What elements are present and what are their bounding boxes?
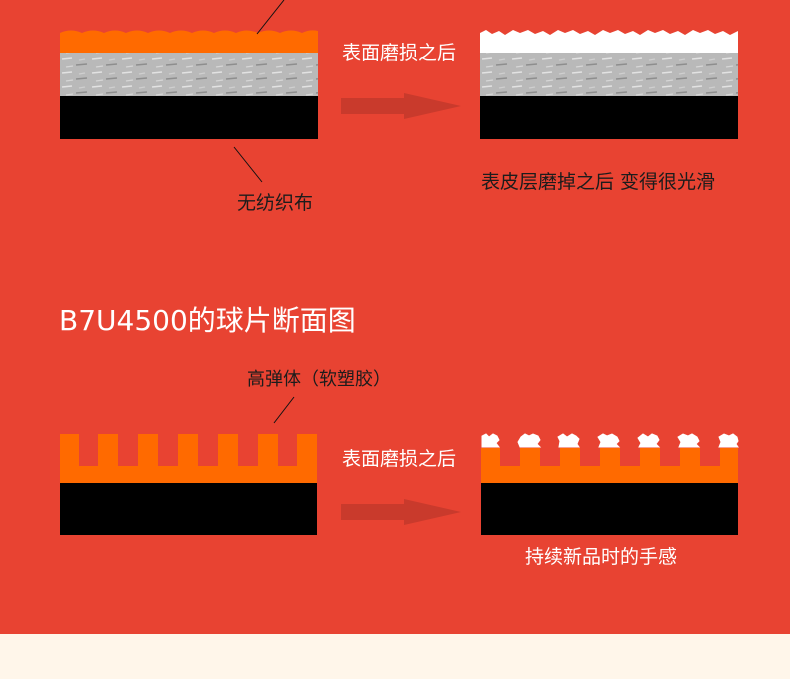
section1-after-fabric-layer: [480, 53, 738, 96]
section1-before-diagram: [60, 30, 318, 139]
worn-cap: [481, 433, 500, 448]
section1-after-base-layer: [480, 96, 738, 139]
section1-fabric-leader-line: [233, 146, 263, 183]
section1-arrow: [341, 93, 461, 119]
section1-after-worn-layer: [480, 30, 738, 53]
section2-title: B7U4500的球片断面图: [59, 304, 356, 337]
section2-after-diagram: [481, 433, 739, 535]
rubber-callout-label: 高弹体（软塑胶）: [247, 369, 391, 390]
section2-arrow-label: 表面磨损之后: [342, 448, 457, 470]
section2-before-base-layer: [60, 483, 317, 535]
section2-result-caption: 持续新品时的手感: [525, 546, 678, 568]
cream-footer: [0, 634, 790, 679]
section2-arrow: [341, 499, 461, 525]
section1-result-caption: 表皮层磨掉之后 变得很光滑: [481, 171, 716, 193]
section2-after-rubber-layer: [481, 448, 738, 483]
section1-after-diagram: [480, 30, 738, 139]
section1-arrow-label: 表面磨损之后: [342, 42, 457, 64]
section2-after-base-layer: [481, 483, 738, 535]
section2-rubber-leader-line: [273, 396, 295, 424]
worn-cap: [637, 433, 661, 448]
worn-cap: [557, 433, 580, 448]
section1-before-base-layer: [60, 96, 318, 139]
worn-cap: [718, 433, 739, 448]
section2-after-worn-caps: [481, 433, 739, 448]
section1-before-fabric-layer: [60, 53, 318, 96]
section2-before-diagram: [60, 434, 317, 535]
section1-before-skin-layer: [60, 30, 318, 53]
worn-cap: [677, 433, 701, 448]
section1-top-leader-line: [256, 0, 285, 35]
worn-cap: [517, 433, 542, 448]
section2-before-rubber-layer: [60, 434, 317, 483]
fabric-callout-label: 无纺织布: [237, 192, 314, 214]
worn-cap: [597, 433, 621, 448]
